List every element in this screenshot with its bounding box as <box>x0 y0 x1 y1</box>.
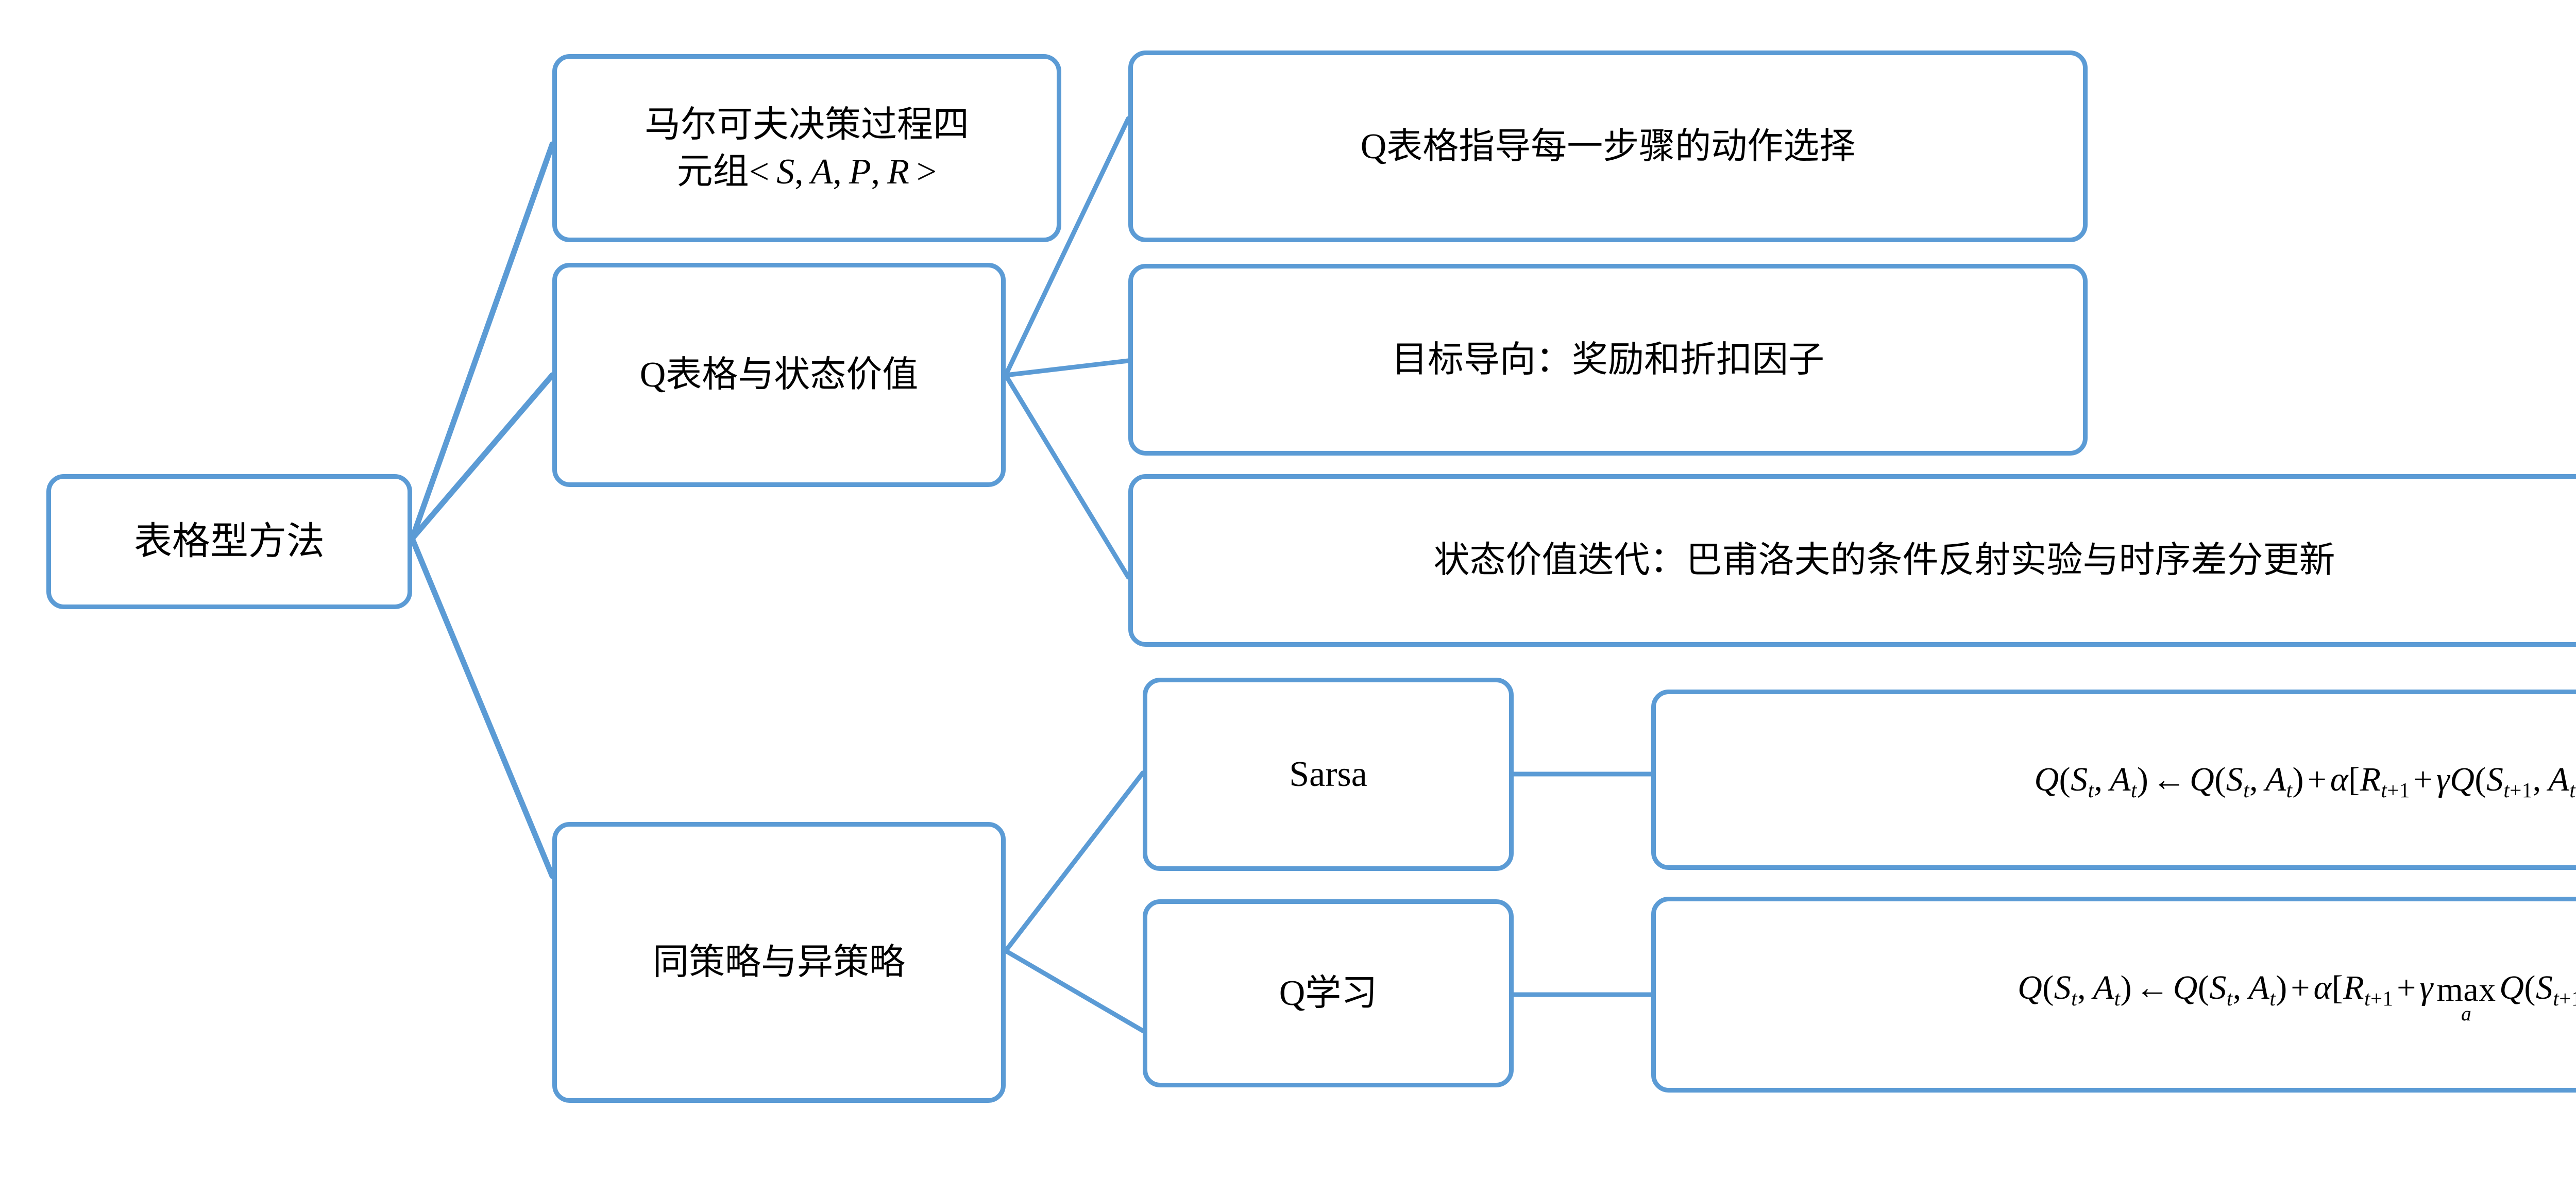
node-mdp-line1: 马尔可夫决策过程四 <box>645 105 969 145</box>
node-leaf-value-iteration-label: 状态价值迭代：巴甫洛夫的条件反射实验与时序差分更新 <box>1433 541 2335 580</box>
node-root-label: 表格型方法 <box>134 520 325 563</box>
node-leaf-action-selection[interactable]: Q表格指导每一步骤的动作选择 <box>1128 51 2088 242</box>
edge-qtable-to-leaf2 <box>1003 358 1131 378</box>
node-leaf-goal-reward-discount-label: 目标导向：奖励和折扣因子 <box>1392 340 1824 380</box>
node-root[interactable]: 表格型方法 <box>46 474 412 609</box>
node-mdp-tuple: < S, A, P, R > <box>749 152 937 192</box>
edge-root-to-onoff <box>409 535 555 879</box>
node-leaf-action-selection-label: Q表格指导每一步骤的动作选择 <box>1360 126 1856 166</box>
node-qtable-label: Q表格与状态价值 <box>639 355 919 395</box>
node-qlearning-formula[interactable]: Q(St, At)←Q(St, At)+α[Rt+1+γmaxaQ(St+1, … <box>1651 897 2576 1093</box>
node-leaf-goal-reward-discount[interactable]: 目标导向：奖励和折扣因子 <box>1128 264 2088 456</box>
edge-onoff-to-qlearning <box>1003 948 1145 1033</box>
node-sarsa-formula[interactable]: Q(St, At)←Q(St, At)+α[Rt+1+γQ(St+1, At+1… <box>1651 690 2576 870</box>
node-onoff-policy[interactable]: 同策略与异策略 <box>552 822 1006 1103</box>
edge-qtable-to-leaf3 <box>1003 373 1131 580</box>
edge-root-to-qtable <box>409 372 555 542</box>
node-mdp[interactable]: 马尔可夫决策过程四 元组< S, A, P, R > <box>552 54 1061 242</box>
node-qlearning-label: Q学习 <box>1279 973 1378 1013</box>
node-sarsa[interactable]: Sarsa <box>1143 678 1514 871</box>
node-qlearning[interactable]: Q学习 <box>1143 899 1514 1087</box>
node-qtable[interactable]: Q表格与状态价值 <box>552 263 1006 487</box>
node-qlearning-formula-text: Q(St, At)←Q(St, At)+α[Rt+1+γmaxaQ(St+1, … <box>2018 969 2576 1026</box>
node-onoff-policy-label: 同策略与异策略 <box>653 943 905 982</box>
edge-root-to-mdp <box>409 141 555 542</box>
edge-qtable-to-leaf1 <box>1003 116 1131 378</box>
node-leaf-value-iteration[interactable]: 状态价值迭代：巴甫洛夫的条件反射实验与时序差分更新 <box>1128 474 2576 647</box>
node-mdp-label: 马尔可夫决策过程四 元组< S, A, P, R > <box>566 102 1047 195</box>
node-sarsa-formula-text: Q(St, At)←Q(St, At)+α[Rt+1+γQ(St+1, At+1… <box>2034 761 2576 802</box>
node-mdp-line2-prefix: 元组 <box>676 152 749 192</box>
edge-onoff-to-sarsa <box>1003 770 1145 953</box>
node-sarsa-label: Sarsa <box>1289 754 1367 794</box>
